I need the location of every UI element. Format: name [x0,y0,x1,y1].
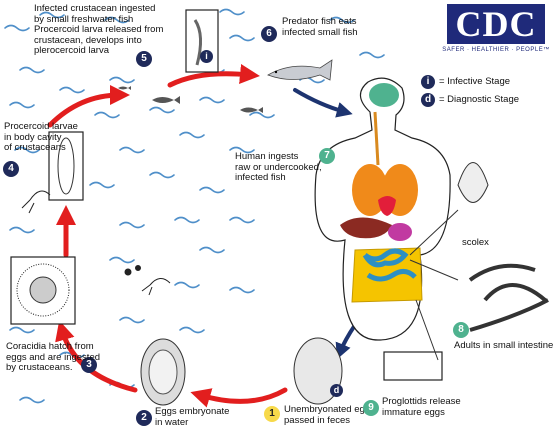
stage-1-diagnostic-marker: d [330,384,343,397]
cdc-tagline: SAFER · HEALTHIER · PEOPLE™ [442,47,550,53]
diagnostic-legend: = Diagnostic Stage [439,94,520,105]
predator-fish [267,59,333,81]
stage-3-badge: 3 [81,357,97,373]
infective-symbol: i [421,75,435,89]
stage-9-label: Proglottids release immature eggs [382,396,461,418]
stage-6-label: Predator fish eats infected small fish [282,16,358,38]
stage-3-label: Coracidia hatch from eggs and are ingest… [6,341,101,373]
cdc-logo-text: CDC [447,4,545,44]
stage-1-badge: 1 [264,406,280,422]
human-figure [314,77,451,341]
stage-6-badge: 6 [261,26,277,42]
stage-9-badge: 9 [363,400,379,416]
cdc-logo: CDC SAFER · HEALTHIER · PEOPLE™ [439,4,553,60]
stage-4-badge: 4 [3,161,19,177]
infection-arrows [293,88,357,360]
scolex-label: scolex [462,237,489,248]
stage-8-badge: 8 [453,322,469,338]
water-waves [4,8,385,404]
diagnostic-symbol: d [421,93,435,107]
stage-7-badge: 7 [319,148,335,164]
stage-2-label: Eggs embryonate in water [155,406,230,428]
stage-5-badge: 5 [136,51,152,67]
stage-1-label: Unembryonated eggs passed in feces [284,404,375,426]
infective-legend: = Infective Stage [439,76,511,87]
small-fish [118,86,263,113]
stage-5-infective-marker: i [200,50,213,63]
crustaceans [21,190,171,296]
stage-4-label: Procercoid larvae in body cavity of crus… [4,121,78,153]
stage-7-label: Human ingests raw or undercooked, infect… [235,151,322,183]
stage-5-label: Infected crustacean ingested by small fr… [34,3,164,56]
stage-2-badge: 2 [136,410,152,426]
stage-8-label: Adults in small intestine [454,340,554,351]
